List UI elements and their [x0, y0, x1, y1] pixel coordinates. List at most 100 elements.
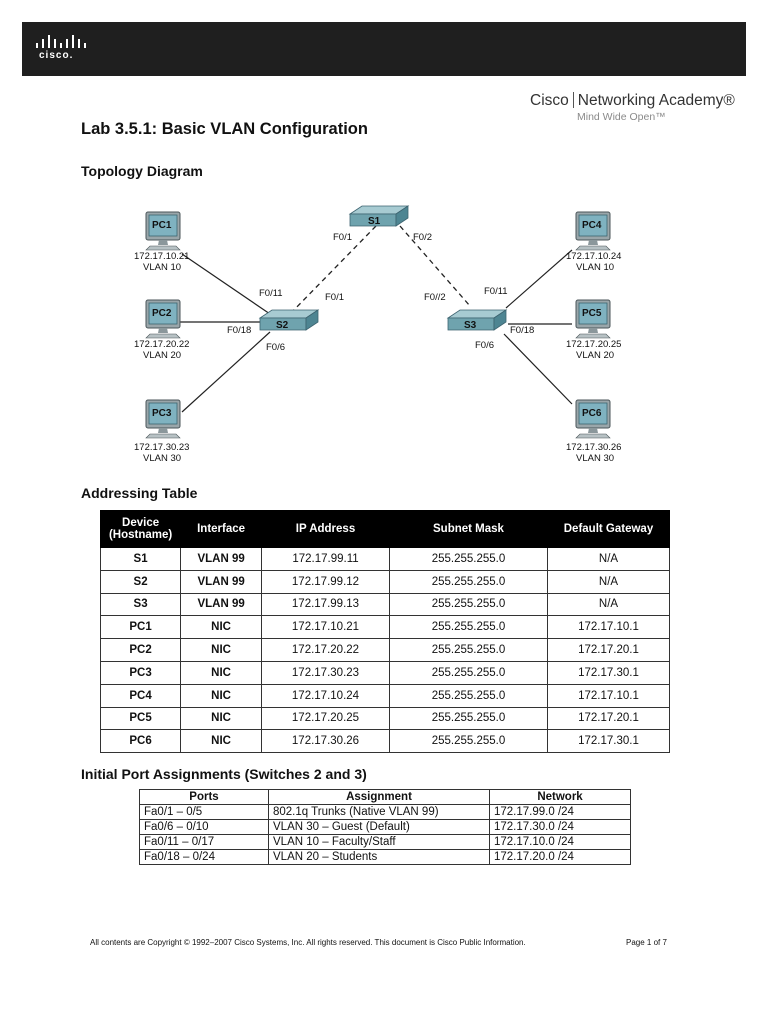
- addressing-cell: 172.17.10.1: [547, 683, 670, 708]
- pc1-vlan: VLAN 10: [143, 262, 181, 273]
- networking-academy-logo: Cisco Networking Academy® Mind Wide Open™: [530, 92, 746, 123]
- port-label-s1-f01: F0/1: [333, 232, 352, 243]
- port-cell: 802.1q Trunks (Native VLAN 99): [268, 804, 490, 820]
- switch-s1-label: S1: [368, 216, 381, 227]
- academy-brand: Cisco: [530, 92, 569, 109]
- addressing-cell: VLAN 99: [180, 547, 262, 571]
- pc4-ip: 172.17.10.24: [566, 251, 621, 262]
- pc1-icon: [145, 211, 181, 251]
- addressing-cell: 172.17.20.22: [261, 638, 390, 662]
- link-pc4-s3: [505, 249, 573, 309]
- topology-diagram: S1 S2 S3 PC1 172.17.10.21 VLAN 10 PC2 17…: [134, 205, 621, 464]
- port-cell: Fa0/1 – 0/5: [139, 804, 269, 820]
- addressing-cell: 172.17.10.1: [547, 615, 670, 640]
- port-cell: 172.17.10.0 /24: [489, 834, 631, 850]
- pc2-label: PC2: [152, 308, 172, 319]
- addressing-cell: VLAN 99: [180, 569, 262, 594]
- pc1-label: PC1: [152, 220, 172, 231]
- port-cell: VLAN 10 – Faculty/Staff: [268, 834, 490, 850]
- port-label-s3-f011: F0/11: [484, 286, 508, 297]
- col-network: Network: [489, 789, 631, 805]
- academy-program: Networking Academy®: [577, 92, 735, 109]
- academy-tagline: Mind Wide Open™: [577, 111, 666, 123]
- lab-title: Lab 3.5.1: Basic VLAN Configuration: [81, 120, 368, 138]
- addressing-cell: 172.17.20.1: [547, 638, 670, 662]
- switch-s2-label: S2: [276, 320, 289, 331]
- addressing-cell: PC6: [99, 729, 182, 754]
- addressing-cell: 255.255.255.0: [388, 615, 549, 640]
- addressing-cell: PC5: [99, 706, 182, 731]
- pc6-icon: [575, 399, 611, 439]
- port-cell: VLAN 30 – Guest (Default): [268, 819, 490, 835]
- pc5-vlan: VLAN 20: [576, 350, 614, 361]
- addressing-header-row: Device (Hostname) Interface IP Address S…: [99, 510, 670, 548]
- cisco-logo: cisco.: [36, 34, 96, 66]
- addressing-cell: S1: [99, 547, 182, 571]
- addressing-cell: S3: [99, 592, 182, 617]
- port-label-s2-f011: F0/11: [259, 288, 283, 299]
- page-number: Page 1 of 7: [626, 938, 667, 947]
- link-pc3-s2: [181, 331, 271, 413]
- addressing-cell: 172.17.10.21: [261, 615, 390, 640]
- port-label-s3-f02: F0//2: [424, 292, 446, 303]
- addressing-cell: 255.255.255.0: [388, 706, 549, 731]
- col-device: Device (Hostname): [99, 510, 182, 548]
- addressing-table: Device (Hostname) Interface IP Address S…: [99, 510, 670, 754]
- pc2-ip: 172.17.20.22: [134, 339, 189, 350]
- addressing-cell: PC4: [99, 683, 182, 708]
- switch-s2-icon: [259, 309, 319, 331]
- addressing-cell: 255.255.255.0: [388, 592, 549, 617]
- col-assignment: Assignment: [268, 789, 490, 805]
- pc6-label: PC6: [582, 408, 602, 419]
- pc6-ip: 172.17.30.26: [566, 442, 621, 453]
- addressing-cell: 172.17.10.24: [261, 683, 390, 708]
- addressing-cell: 255.255.255.0: [388, 729, 549, 754]
- addressing-cell: NIC: [180, 706, 262, 731]
- addressing-cell: NIC: [180, 615, 262, 640]
- port-cell: Fa0/11 – 0/17: [139, 834, 269, 850]
- pc5-ip: 172.17.20.25: [566, 339, 621, 350]
- addressing-cell: NIC: [180, 729, 262, 754]
- col-interface: Interface: [180, 510, 262, 548]
- cisco-bars-icon: [36, 34, 88, 48]
- switch-s3-label: S3: [464, 320, 477, 331]
- col-subnet-mask: Subnet Mask: [388, 510, 549, 548]
- addressing-cell: 255.255.255.0: [388, 547, 549, 571]
- addressing-cell: N/A: [547, 547, 670, 571]
- addressing-cell: 172.17.99.12: [261, 569, 390, 594]
- addressing-cell: VLAN 99: [180, 592, 262, 617]
- header-bar: cisco.: [22, 22, 746, 76]
- port-cell: Fa0/6 – 0/10: [139, 819, 269, 835]
- addressing-cell: NIC: [180, 660, 262, 685]
- addressing-cell: N/A: [547, 569, 670, 594]
- pc5-label: PC5: [582, 308, 602, 319]
- pc4-icon: [575, 211, 611, 251]
- pc3-ip: 172.17.30.23: [134, 442, 189, 453]
- addressing-cell: PC1: [99, 615, 182, 640]
- addressing-cell: S2: [99, 569, 182, 594]
- pc6-vlan: VLAN 30: [576, 453, 614, 464]
- port-label-s1-f02: F0/2: [413, 232, 432, 243]
- port-header-row: Ports Assignment Network: [139, 789, 631, 805]
- addressing-cell: 255.255.255.0: [388, 569, 549, 594]
- port-assignments-heading: Initial Port Assignments (Switches 2 and…: [81, 766, 367, 782]
- addressing-cell: 255.255.255.0: [388, 660, 549, 685]
- port-cell: Fa0/18 – 0/24: [139, 849, 269, 865]
- addressing-cell: 172.17.30.23: [261, 660, 390, 685]
- port-cell: VLAN 20 – Students: [268, 849, 490, 865]
- addressing-cell: 172.17.99.11: [261, 547, 390, 571]
- col-default-gateway: Default Gateway: [547, 510, 670, 548]
- col-ip-address: IP Address: [261, 510, 390, 548]
- port-label-s2-f018: F0/18: [227, 325, 251, 336]
